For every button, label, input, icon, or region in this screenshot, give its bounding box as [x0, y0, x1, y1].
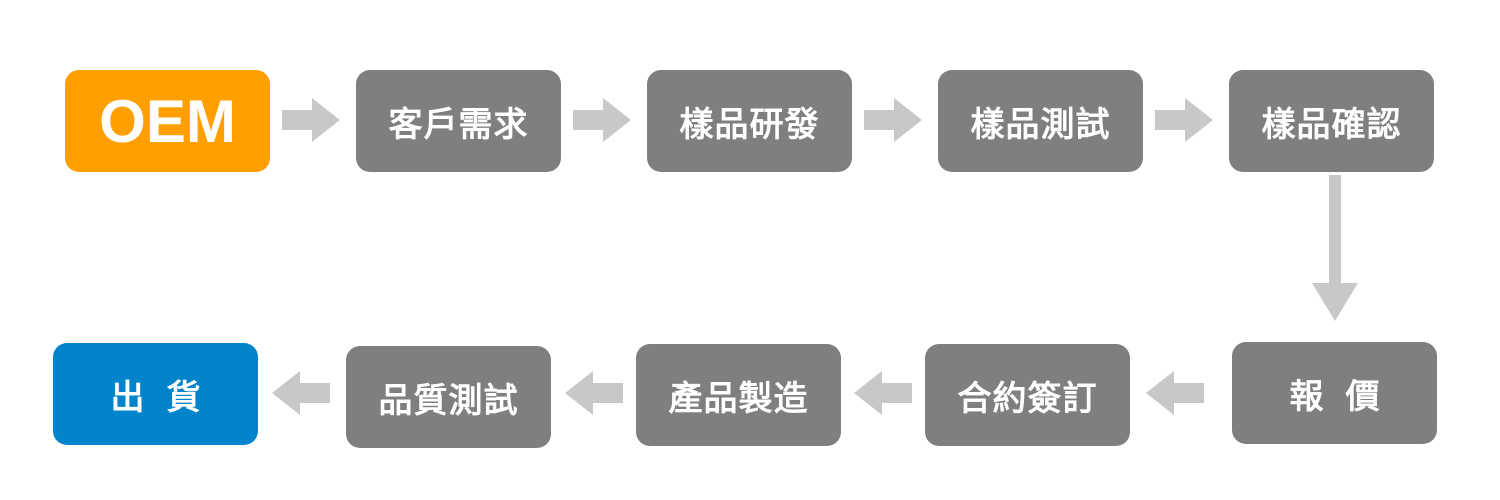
node-contract-signing: 合約簽訂 [925, 344, 1130, 446]
arrow-left-icon [854, 371, 912, 415]
node-quotation: 報價 [1232, 342, 1437, 444]
arrow-right-icon [282, 98, 340, 142]
node-sample-testing: 樣品測試 [938, 70, 1143, 172]
arrow-left-icon [272, 371, 330, 415]
arrow-left-icon [565, 371, 623, 415]
arrow-right-icon [573, 98, 631, 142]
node-sample-development: 樣品研發 [647, 70, 852, 172]
node-label: 樣品研發 [679, 104, 820, 145]
node-label: 品質測試 [378, 380, 519, 421]
node-shipment-label: 出貨 [110, 377, 223, 418]
node-manufacturing: 產品製造 [636, 344, 841, 446]
arrow-down-icon [1312, 175, 1358, 321]
node-shipment: 出貨 [53, 343, 258, 445]
node-label: 報價 [1289, 376, 1402, 417]
node-label: 合約簽訂 [957, 378, 1098, 419]
node-label: 客戶需求 [388, 104, 529, 145]
node-label: 樣品測試 [970, 104, 1111, 145]
node-label: 產品製造 [668, 378, 809, 419]
node-customer-requirements: 客戶需求 [356, 70, 561, 172]
node-oem: OEM [65, 70, 270, 172]
node-sample-confirmation: 樣品確認 [1229, 70, 1434, 172]
arrow-right-icon [1155, 98, 1213, 142]
node-label: 樣品確認 [1261, 104, 1402, 145]
arrow-right-icon [864, 98, 922, 142]
node-quality-testing: 品質測試 [346, 346, 551, 448]
arrow-left-icon [1146, 371, 1204, 415]
node-oem-label: OEM [99, 87, 236, 155]
